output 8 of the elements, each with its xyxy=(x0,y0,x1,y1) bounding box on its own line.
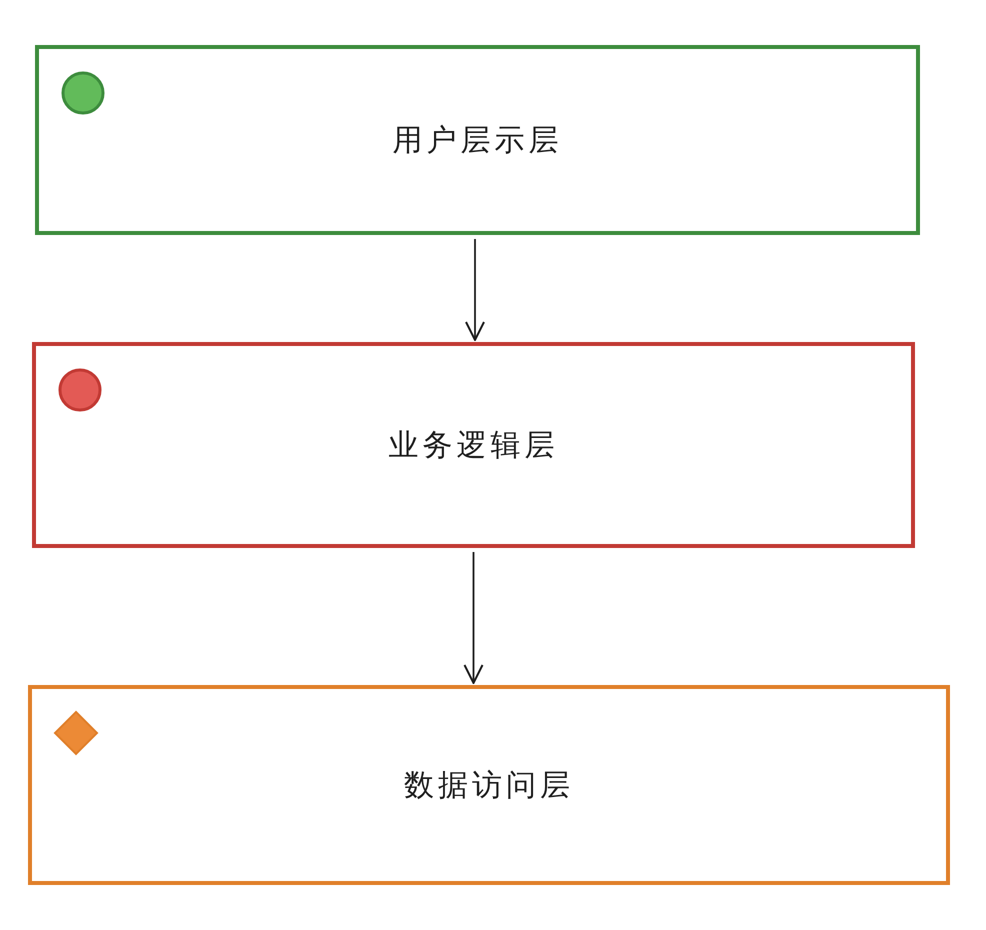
layer-label: 业务逻辑层 xyxy=(388,426,558,464)
layer-box xyxy=(28,685,950,885)
layer-box xyxy=(32,342,915,548)
arrow xyxy=(465,239,485,341)
layer-label: 数据访问层 xyxy=(404,766,574,804)
layer-label: 用户层示层 xyxy=(392,122,562,160)
layer-box xyxy=(35,45,920,235)
arrow xyxy=(464,552,484,684)
